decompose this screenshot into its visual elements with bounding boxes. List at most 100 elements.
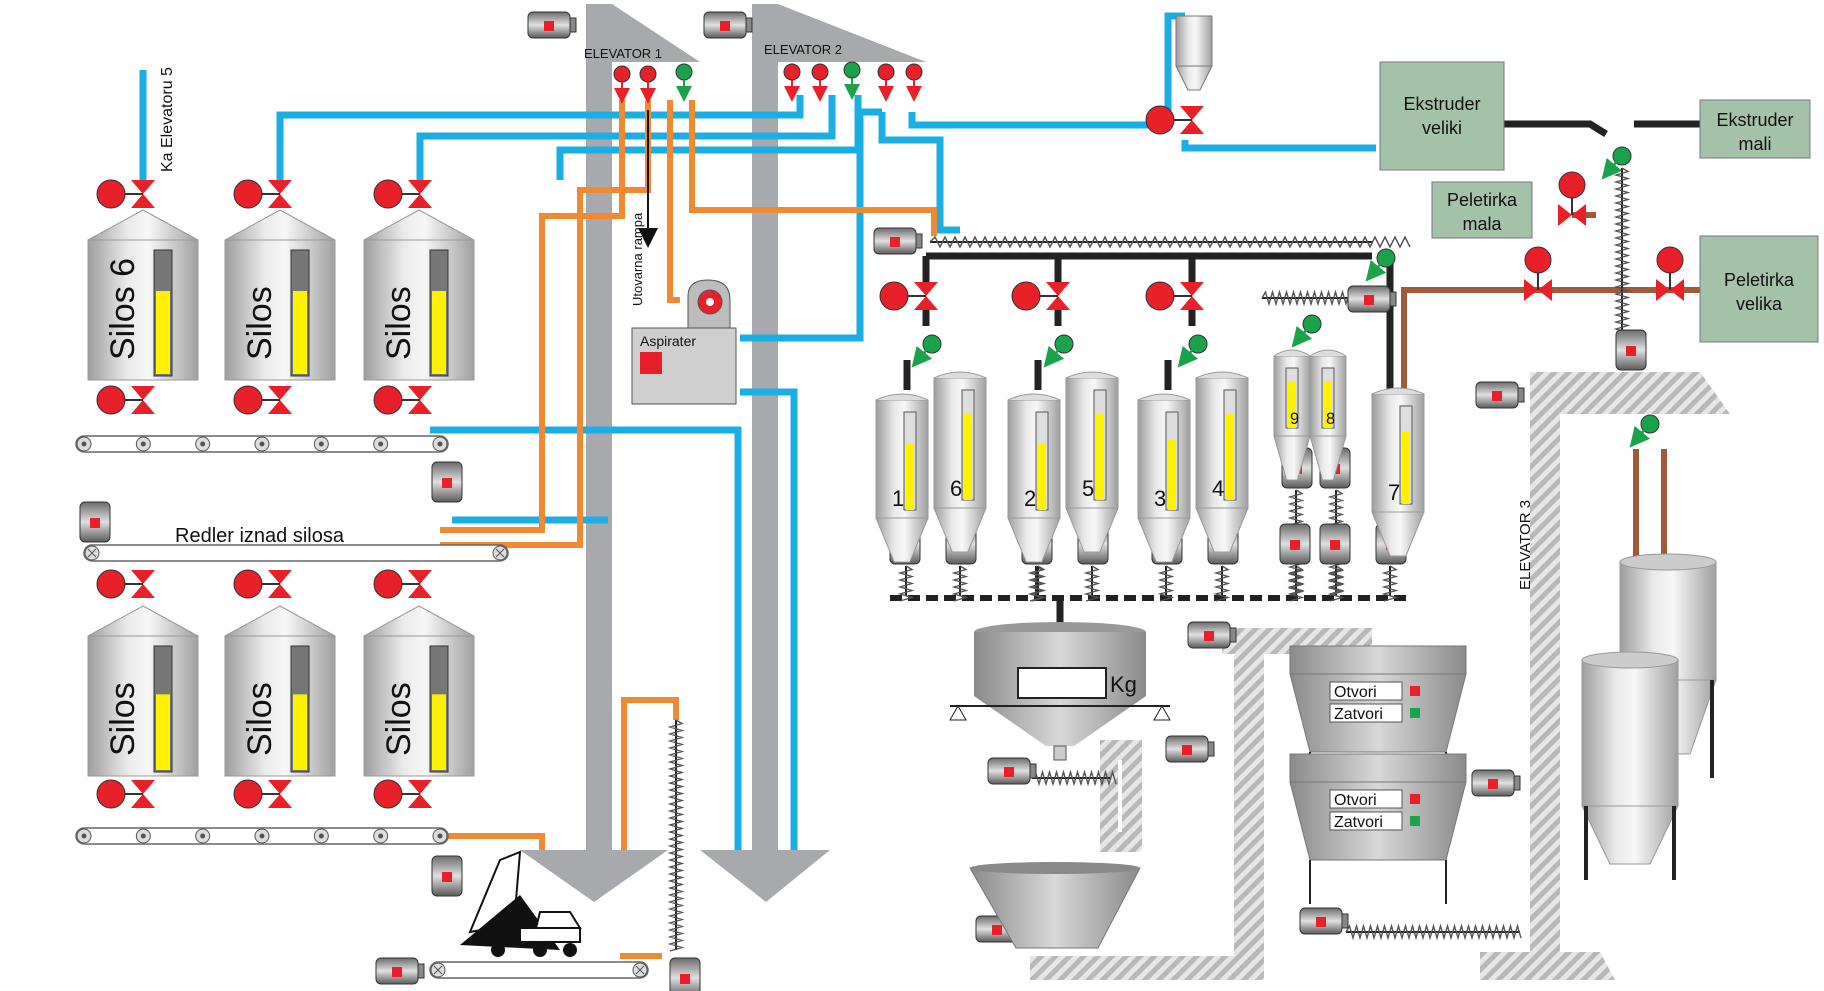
bin-number: 1	[892, 486, 904, 511]
bin-number: 4	[1212, 476, 1224, 501]
valve[interactable]	[97, 180, 155, 208]
screw-vertical	[1616, 168, 1628, 336]
motor[interactable]	[1476, 382, 1524, 408]
silo-label: Silos	[104, 682, 142, 756]
peletirka-mala-box[interactable]: Peletirka mala	[1432, 182, 1532, 238]
valve[interactable]	[234, 180, 292, 208]
ekstruder-mali-l1: Ekstruder	[1716, 110, 1793, 130]
motor[interactable]	[1166, 736, 1214, 762]
belt-conveyor[interactable]	[430, 962, 648, 978]
belt-conveyor[interactable]	[76, 436, 448, 452]
peletirka-velika-l1: Peletirka	[1724, 270, 1795, 290]
valve[interactable]	[374, 780, 432, 808]
screw-horizontal	[1262, 292, 1353, 304]
silo[interactable]: Silos	[364, 210, 474, 380]
silo[interactable]: Silos	[88, 606, 198, 776]
bin-3[interactable]: 3	[1138, 394, 1190, 562]
screw-conveyor-top[interactable]	[930, 237, 1410, 247]
bin-2[interactable]: 2	[1008, 394, 1060, 562]
valve[interactable]	[374, 386, 432, 414]
otvori-label: Otvori	[1334, 792, 1377, 809]
silo-label: Silos	[380, 286, 418, 360]
motor[interactable]	[376, 958, 424, 984]
silos-group: Silos 6SilosSilosSilosSilosSilos	[88, 210, 474, 776]
belt-conveyor[interactable]	[76, 828, 448, 844]
bin-number: 2	[1024, 486, 1036, 511]
valve[interactable]	[374, 180, 432, 208]
bin-1[interactable]: 1	[876, 394, 928, 562]
valve[interactable]	[374, 570, 432, 598]
ekstruder-veliki-box[interactable]: Ekstruder veliki	[1380, 62, 1504, 170]
scale-hopper[interactable]	[950, 622, 1170, 760]
bin-number: 8	[1326, 410, 1335, 428]
motor[interactable]	[1188, 622, 1236, 648]
silo[interactable]: Silos	[225, 210, 335, 380]
red-flap[interactable]	[640, 66, 656, 96]
green-flap[interactable]	[1184, 335, 1207, 360]
motor[interactable]	[1348, 286, 1396, 312]
green-flap[interactable]	[1050, 335, 1073, 360]
motor[interactable]	[528, 12, 576, 38]
motor[interactable]	[1616, 330, 1646, 370]
green-flap[interactable]	[1608, 147, 1631, 172]
valve[interactable]	[234, 570, 292, 598]
valve[interactable]	[1012, 282, 1070, 310]
red-flap[interactable]	[906, 64, 922, 94]
red-flap[interactable]	[784, 64, 800, 94]
silo[interactable]: Silos	[364, 606, 474, 776]
motor[interactable]	[670, 958, 700, 991]
green-flap[interactable]	[1298, 315, 1321, 340]
valve[interactable]	[97, 780, 155, 808]
screw-vertical	[670, 720, 682, 951]
right-silo-front	[1582, 652, 1678, 880]
screw-conveyors	[670, 168, 1628, 951]
elevator-2-label: ELEVATOR 2	[764, 42, 842, 57]
motor[interactable]	[432, 462, 462, 502]
silo[interactable]: Silos 6	[88, 210, 198, 380]
bin-number: 9	[1290, 410, 1299, 428]
green-flap[interactable]	[1636, 415, 1659, 440]
red-flap[interactable]	[614, 66, 630, 96]
motor[interactable]	[1300, 908, 1348, 934]
silo-label: Silos 6	[104, 258, 142, 360]
scale-kg-label: Kg	[1110, 672, 1137, 697]
red-flap[interactable]	[878, 64, 894, 94]
motor[interactable]	[704, 12, 752, 38]
valve[interactable]	[1146, 106, 1204, 134]
belt-conveyor[interactable]	[84, 545, 508, 561]
otvori-label: Otvori	[1334, 684, 1377, 701]
ekstruder-veliki-l2: veliki	[1422, 118, 1462, 138]
silo[interactable]: Silos	[225, 606, 335, 776]
ekstruder-veliki-l1: Ekstruder	[1403, 94, 1480, 114]
utovarna-label: Utovarna rampa	[630, 212, 645, 306]
bin-7[interactable]: 7	[1372, 388, 1424, 556]
valve[interactable]	[234, 780, 292, 808]
valve[interactable]	[97, 386, 155, 414]
valve[interactable]	[234, 386, 292, 414]
valve[interactable]	[97, 570, 155, 598]
valve[interactable]	[880, 282, 938, 310]
valve[interactable]	[1146, 282, 1204, 310]
red-flap[interactable]	[812, 64, 828, 94]
silo-label: Silos	[241, 286, 279, 360]
motor[interactable]	[988, 758, 1036, 784]
motor[interactable]	[80, 502, 110, 542]
bin-5[interactable]: 5	[1066, 372, 1118, 552]
ka-elevatoru-label: Ka Elevatoru 5	[159, 67, 176, 172]
green-flap[interactable]	[844, 62, 860, 92]
motor[interactable]	[1472, 770, 1520, 796]
motor[interactable]	[1320, 524, 1350, 564]
redler-label: Redler iznad silosa	[175, 525, 345, 547]
green-flap[interactable]	[676, 64, 692, 94]
ekstruder-mali-l2: mali	[1738, 134, 1771, 154]
motor[interactable]	[432, 856, 462, 896]
green-flap[interactable]	[918, 335, 941, 360]
bin-6[interactable]: 6	[934, 372, 986, 552]
bin-number: 3	[1154, 486, 1166, 511]
bin-number: 5	[1082, 476, 1094, 501]
peletirka-velika-box[interactable]: Peletirka velika	[1700, 236, 1818, 342]
motor[interactable]	[1280, 524, 1310, 564]
ekstruder-mali-box[interactable]: Ekstruder mali	[1700, 100, 1810, 158]
bin-4[interactable]: 4	[1196, 372, 1248, 552]
motor[interactable]	[874, 228, 922, 254]
